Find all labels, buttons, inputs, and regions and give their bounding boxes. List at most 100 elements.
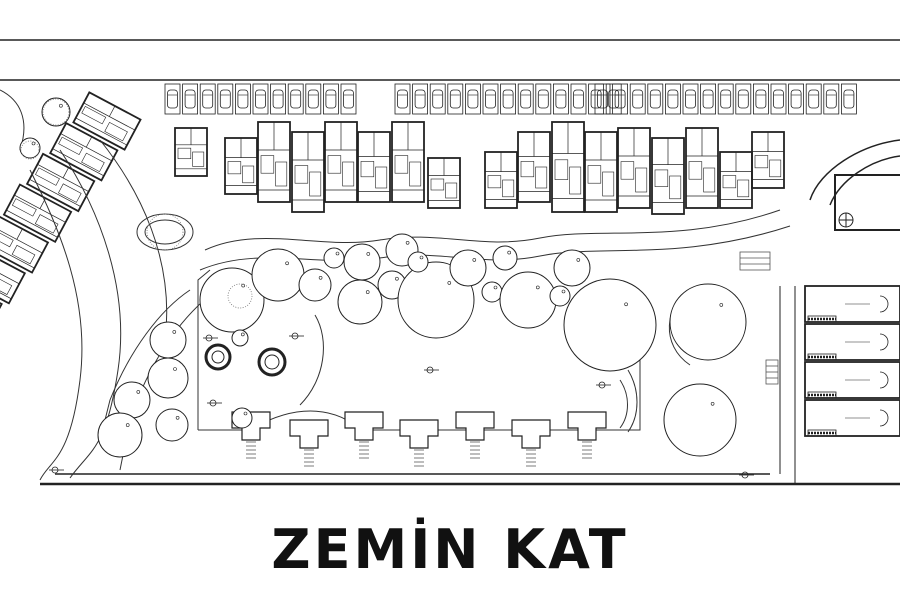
parked-car-icon bbox=[199, 83, 216, 115]
tree-canopy-icon bbox=[553, 249, 591, 287]
parked-car-icon bbox=[217, 83, 234, 115]
tree-canopy-icon bbox=[407, 251, 429, 273]
parked-car-icon bbox=[570, 83, 587, 115]
parked-car-icon bbox=[535, 83, 552, 115]
tree-canopy-icon bbox=[343, 243, 381, 281]
tree-canopy-icon bbox=[149, 321, 187, 359]
pool-platform bbox=[567, 411, 607, 459]
housing-unit bbox=[427, 157, 461, 209]
parked-car-icon bbox=[482, 83, 499, 115]
left-curved-promenade bbox=[0, 89, 194, 481]
tree-canopy-icon bbox=[563, 278, 657, 372]
parked-car-icon bbox=[340, 83, 357, 115]
pool-platform bbox=[399, 419, 439, 467]
shrub bbox=[227, 283, 253, 309]
housing-unit bbox=[0, 244, 27, 305]
housing-unit bbox=[751, 131, 785, 189]
housing-unit bbox=[49, 121, 119, 182]
housing-unit bbox=[551, 121, 585, 213]
parked-car-icon bbox=[629, 83, 646, 115]
tree-canopy-icon bbox=[147, 357, 189, 399]
tree-canopy-icon bbox=[41, 97, 71, 127]
tree-canopy-icon bbox=[251, 248, 305, 302]
pond-left bbox=[204, 343, 287, 377]
housing-unit bbox=[291, 131, 325, 213]
housing-unit bbox=[391, 121, 425, 203]
shrub bbox=[20, 140, 40, 160]
parked-car-icon bbox=[612, 83, 628, 115]
housing-unit bbox=[685, 127, 719, 209]
tree-canopy-icon bbox=[499, 271, 557, 329]
parked-car-icon bbox=[588, 83, 604, 115]
parked-car-icon bbox=[805, 83, 822, 115]
housing-unit bbox=[324, 121, 358, 203]
parked-car-icon bbox=[252, 83, 269, 115]
housing-unit bbox=[517, 131, 551, 203]
top-unit-row bbox=[174, 121, 785, 215]
parking-row bbox=[164, 83, 857, 115]
housing-unit bbox=[257, 121, 291, 203]
housing-unit bbox=[484, 151, 518, 209]
parked-car-icon bbox=[412, 83, 429, 115]
housing-unit bbox=[0, 214, 50, 274]
housing-unit bbox=[2, 183, 73, 244]
parked-car-icon bbox=[305, 83, 322, 115]
parked-car-icon bbox=[665, 83, 681, 115]
right-unit-block bbox=[804, 285, 900, 437]
housing-unit bbox=[25, 152, 96, 213]
pool-platform bbox=[289, 419, 329, 467]
parked-car-icon bbox=[287, 83, 304, 115]
housing-unit bbox=[804, 285, 900, 323]
parked-car-icon bbox=[682, 83, 699, 115]
parked-car-icon bbox=[394, 83, 411, 115]
parked-car-icon bbox=[841, 83, 857, 115]
parked-car-icon bbox=[164, 83, 181, 115]
parked-car-icon bbox=[517, 83, 534, 115]
parked-car-icon bbox=[823, 83, 840, 115]
tree-canopy-icon bbox=[549, 285, 571, 307]
parked-car-icon bbox=[788, 83, 804, 115]
pool-platform bbox=[511, 419, 551, 467]
tree-canopy-icon bbox=[231, 407, 253, 429]
parked-car-icon bbox=[770, 83, 787, 115]
stair-right bbox=[739, 251, 779, 385]
housing-unit bbox=[72, 91, 142, 151]
pool-platform bbox=[344, 411, 384, 459]
housing-unit bbox=[804, 323, 900, 361]
left-wing-units bbox=[0, 91, 142, 336]
tree-canopies bbox=[19, 97, 747, 458]
housing-unit bbox=[174, 127, 208, 177]
parked-car-icon bbox=[735, 83, 752, 115]
parked-car-icon bbox=[322, 83, 339, 115]
right-pavilion bbox=[809, 139, 900, 231]
parked-car-icon bbox=[594, 83, 611, 115]
pool-platform bbox=[455, 411, 495, 459]
elevation-marker-icon bbox=[49, 332, 754, 479]
parked-car-icon bbox=[605, 83, 622, 115]
tree-canopy-icon bbox=[449, 249, 487, 287]
housing-unit bbox=[357, 131, 391, 203]
tree-canopy-icon bbox=[97, 412, 143, 458]
housing-unit bbox=[719, 151, 753, 209]
tree-canopy-icon bbox=[481, 281, 503, 303]
parked-car-icon bbox=[500, 83, 517, 115]
tree-canopy-icon bbox=[337, 279, 383, 325]
parked-car-icon bbox=[700, 83, 716, 115]
tree-canopy-icon bbox=[492, 245, 518, 271]
parked-car-icon bbox=[182, 83, 199, 115]
parked-car-icon bbox=[717, 83, 734, 115]
parked-car-icon bbox=[447, 83, 464, 115]
tree-canopy-icon bbox=[298, 268, 332, 302]
parked-car-icon bbox=[270, 83, 287, 115]
drawing-frame bbox=[0, 39, 900, 486]
tree-canopy-icon bbox=[669, 283, 747, 361]
pool-platforms bbox=[231, 411, 607, 467]
parked-car-icon bbox=[234, 83, 251, 115]
parked-car-icon bbox=[429, 83, 446, 115]
parked-car-icon bbox=[464, 83, 481, 115]
housing-unit bbox=[804, 361, 900, 399]
shrub bbox=[146, 213, 184, 251]
tree-canopy-icon bbox=[199, 267, 265, 333]
tree-canopy-icon bbox=[155, 408, 189, 442]
drawing-title: ZEMİN KAT bbox=[271, 518, 629, 581]
